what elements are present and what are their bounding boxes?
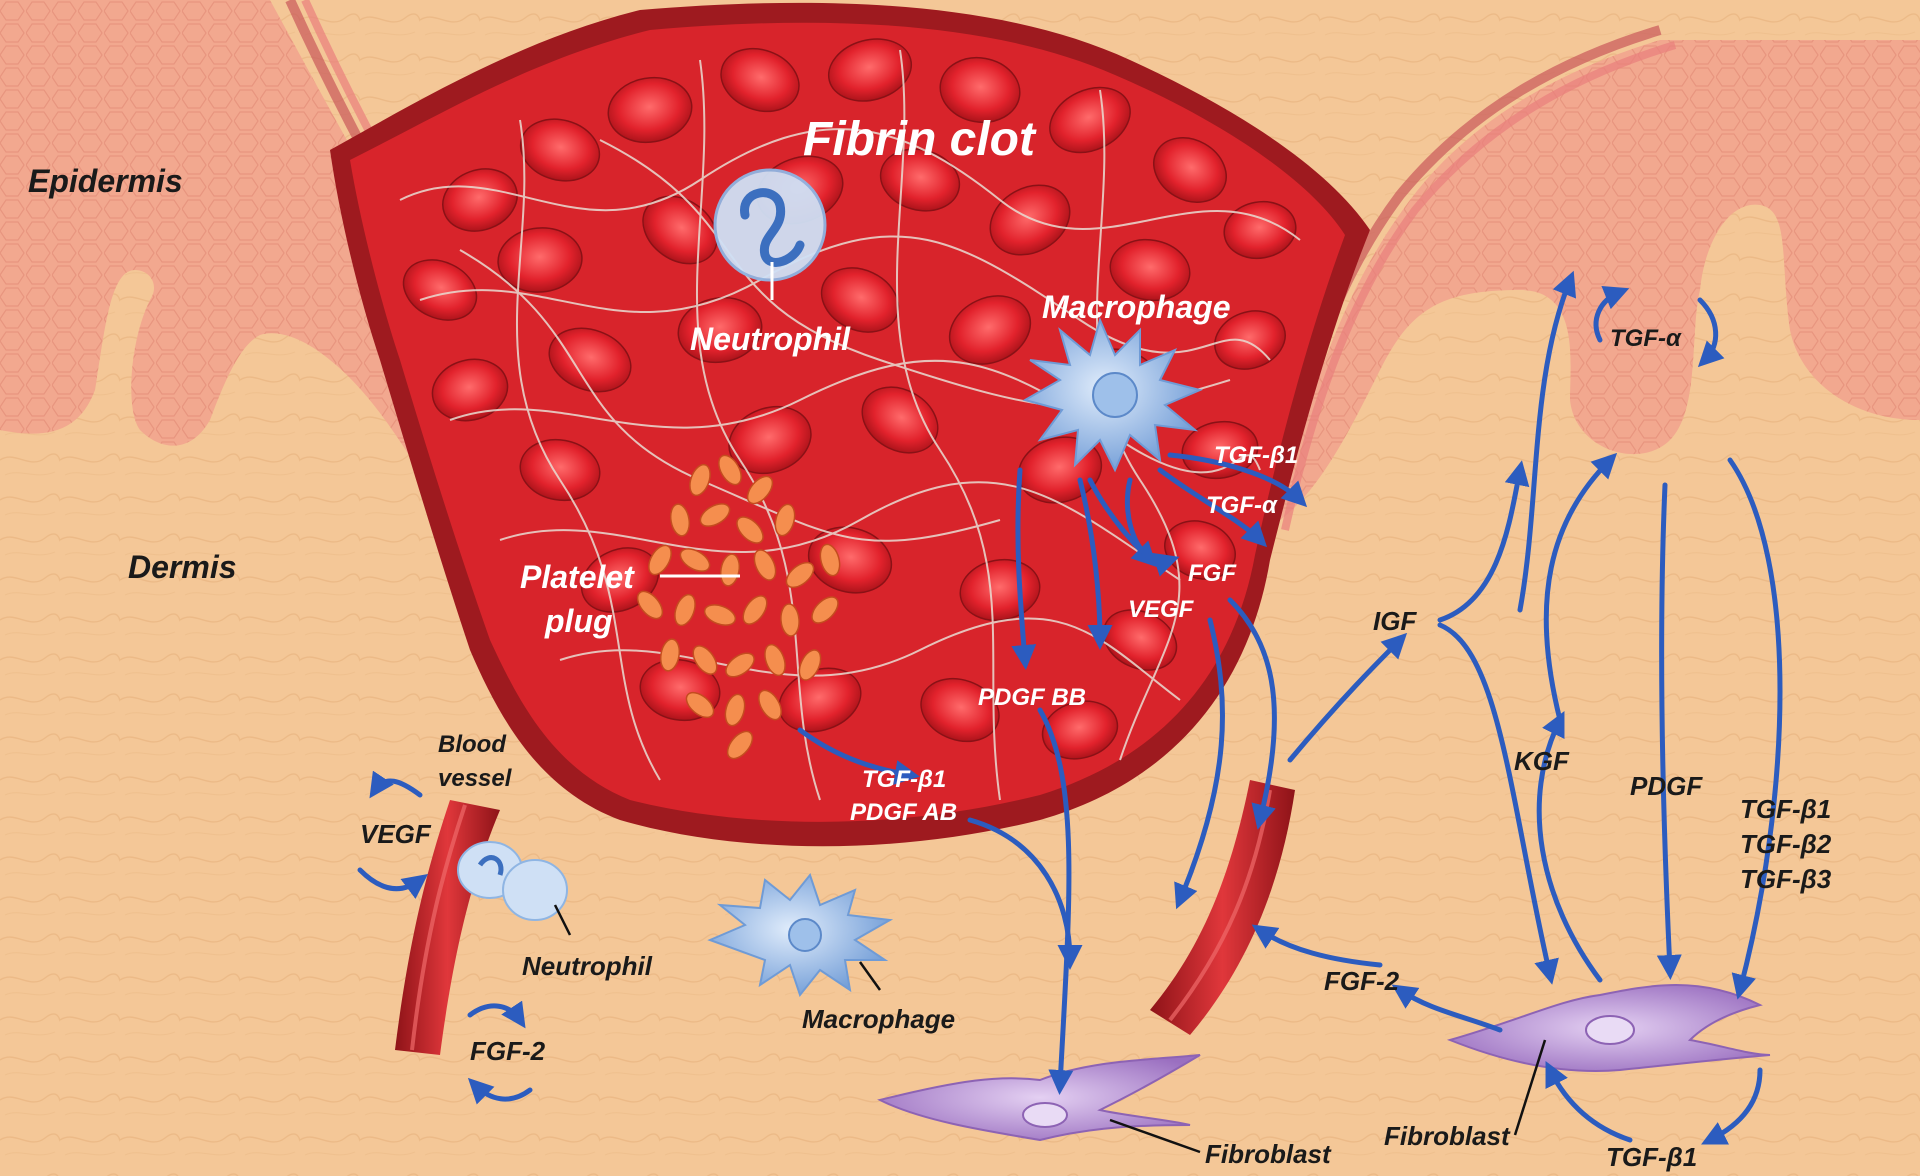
factor-tgf-b2-r: TGF-β2	[1740, 829, 1832, 859]
blood-vessel-label-2: vessel	[438, 765, 513, 792]
platelet-plug-label-1: Platelet	[520, 559, 635, 595]
factor-tgf-b1-mac: TGF-β1	[1214, 442, 1298, 469]
factor-pdgf: PDGF	[1630, 771, 1703, 801]
macrophage-clot-label: Macrophage	[1042, 289, 1230, 325]
factor-pdgf-ab: PDGF AB	[850, 799, 957, 826]
factor-vegf-left: VEGF	[360, 819, 432, 849]
neutrophil-vessel-label: Neutrophil	[522, 951, 653, 981]
factor-tgf-b1-plt: TGF-β1	[862, 766, 946, 793]
platelet-plug-label-2: plug	[544, 603, 613, 639]
fibroblast-center-label: Fibroblast	[1205, 1139, 1332, 1169]
factor-tgf-b1-r: TGF-β1	[1740, 794, 1831, 824]
fibrin-clot-label: Fibrin clot	[803, 113, 1037, 166]
factor-igf: IGF	[1373, 606, 1417, 636]
fibroblast-right-label: Fibroblast	[1384, 1121, 1511, 1151]
dermis-label: Dermis	[128, 549, 237, 585]
macrophage-lower-label: Macrophage	[802, 1004, 955, 1034]
neutrophil-clot-label: Neutrophil	[690, 321, 851, 357]
factor-tgf-b3-r: TGF-β3	[1740, 864, 1832, 894]
factor-fgf2-right: FGF-2	[1324, 966, 1400, 996]
factor-kgf: KGF	[1514, 746, 1570, 776]
factor-fgf2-left: FGF-2	[470, 1036, 546, 1066]
factor-vegf-mac: VEGF	[1128, 596, 1195, 623]
factor-pdgf-bb: PDGF BB	[978, 684, 1086, 711]
factor-tgf-a-epi: TGF-α	[1610, 325, 1682, 352]
factor-tgf-b1-bottom: TGF-β1	[1606, 1142, 1697, 1172]
factor-tgf-a-mac: TGF-α	[1206, 492, 1278, 519]
epidermis-label: Epidermis	[28, 163, 183, 199]
blood-vessel-label-1: Blood	[438, 731, 507, 758]
factor-fgf: FGF	[1188, 560, 1237, 587]
